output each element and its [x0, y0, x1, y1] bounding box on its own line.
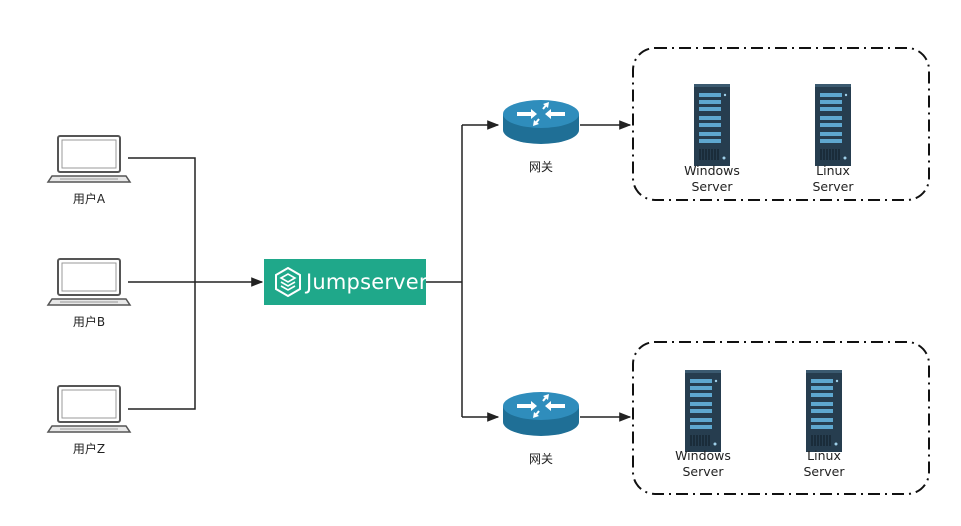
server-group-box-2	[632, 341, 930, 495]
server-label-line1: Windows	[675, 448, 731, 463]
server-label: Windows Server	[672, 163, 752, 195]
jumpserver-node: Jumpserver	[264, 259, 428, 305]
user-label: 用户Z	[72, 442, 106, 456]
server-rack-icon	[693, 83, 731, 167]
router-icon	[502, 391, 580, 437]
server-label-line2: Server	[812, 179, 854, 194]
server-label-line2: Server	[803, 464, 845, 479]
server-label: Windows Server	[663, 448, 743, 480]
server-label-line1: Linux	[807, 448, 841, 463]
laptop-icon	[47, 135, 131, 183]
laptop-icon	[47, 385, 131, 433]
jumpserver-logo-icon	[275, 267, 301, 297]
server-rack-icon	[805, 369, 843, 453]
server-label-line1: Linux	[816, 163, 850, 178]
jumpserver-label: Jumpserver	[306, 270, 428, 294]
server-group-box-1	[632, 47, 930, 201]
server-label: Linux Server	[793, 163, 873, 195]
server-label-line1: Windows	[684, 163, 740, 178]
server-label-line2: Server	[691, 179, 733, 194]
server-rack-icon	[684, 369, 722, 453]
server-label: Linux Server	[784, 448, 864, 480]
laptop-icon	[47, 258, 131, 306]
router-icon	[502, 99, 580, 145]
server-label-line2: Server	[682, 464, 724, 479]
server-rack-icon	[814, 83, 852, 167]
gateway-label: 网关	[528, 452, 553, 466]
user-label: 用户A	[72, 192, 106, 206]
user-label: 用户B	[72, 315, 106, 329]
user-connector	[128, 157, 196, 410]
gateway-label: 网关	[528, 160, 553, 174]
